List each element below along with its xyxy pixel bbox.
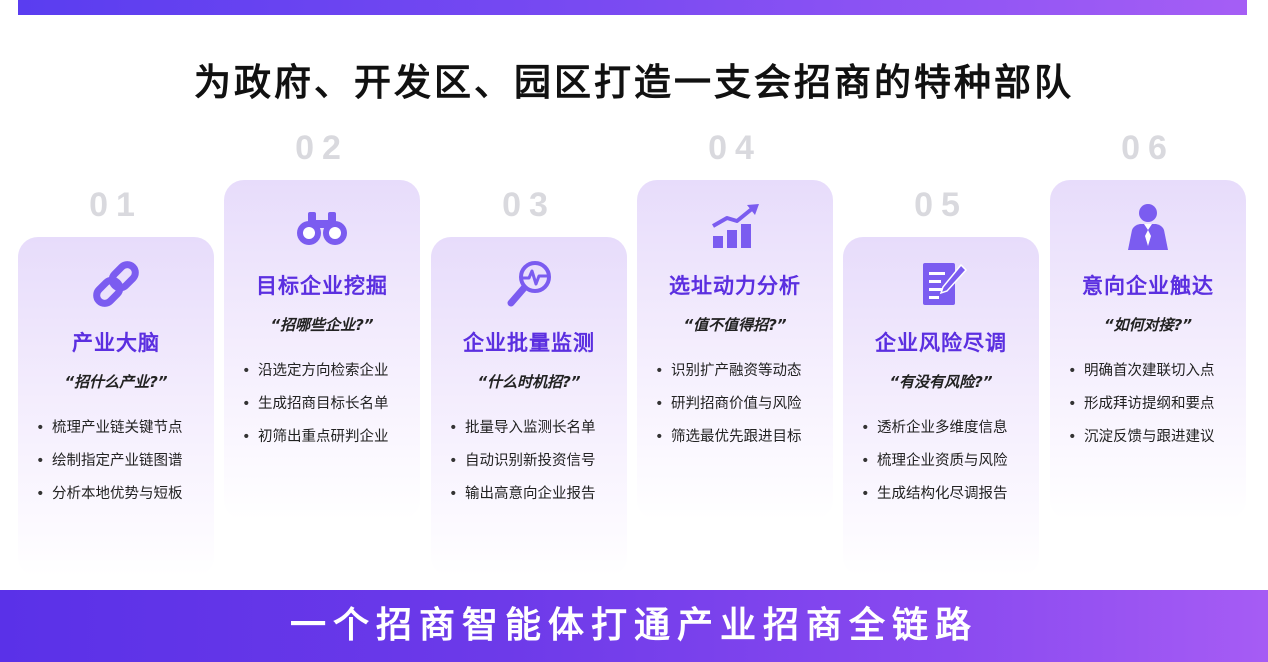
list-item: •梳理产业链关键节点 [36, 420, 183, 436]
list-item: •绘制指定产业链图谱 [36, 453, 183, 469]
card-title: 目标企业挖掘 [256, 274, 388, 298]
card-column-5: 05 企业风险尽调 “有没有风险?” •透析企业多维度信息 •梳理企业资质与风险… [843, 181, 1039, 577]
magnifier-pulse-icon [507, 261, 551, 307]
card-question: “什么时机招?” [477, 373, 581, 391]
bottom-banner: 一个招商智能体打通产业招商全链路 [0, 590, 1268, 662]
card-bullet-list: •梳理产业链关键节点 •绘制指定产业链图谱 •分析本地优势与短板 [18, 418, 214, 517]
binoculars-icon [297, 212, 347, 245]
card-bullet-list: •明确首次建联切入点 •形成拜访提纲和要点 •沉淀反馈与跟进建议 [1050, 361, 1246, 460]
card-title: 企业批量监测 [463, 331, 595, 355]
card-number: 02 [295, 129, 349, 167]
list-item: •明确首次建联切入点 [1068, 363, 1215, 379]
card-bullet-list: •透析企业多维度信息 •梳理企业资质与风险 •生成结构化尽调报告 [843, 418, 1039, 517]
page-title: 为政府、开发区、园区打造一支会招商的特种部队 [194, 61, 1074, 104]
card-column-1: 01 产业大脑 “招什么产业?” •梳理产业链关键节点 •绘制指定产业链图谱 •… [18, 181, 214, 577]
card-number: 04 [708, 129, 762, 167]
document-pen-icon [923, 263, 968, 305]
list-item: •生成结构化尽调报告 [861, 486, 1008, 502]
feature-card-outreach: 意向企业触达 “如何对接?” •明确首次建联切入点 •形成拜访提纲和要点 •沉淀… [1050, 180, 1246, 520]
card-title: 产业大脑 [72, 331, 160, 355]
card-number: 05 [914, 186, 968, 224]
list-item: •分析本地优势与短板 [36, 486, 183, 502]
card-question: “如何对接?” [1103, 316, 1193, 334]
feature-card-target-mining: 目标企业挖掘 “招哪些企业?” •沿选定方向检索企业 •生成招商目标长名单 •初… [224, 180, 420, 520]
list-item: •识别扩产融资等动态 [655, 363, 802, 379]
card-bullet-list: •沿选定方向检索企业 •生成招商目标长名单 •初筛出重点研判企业 [224, 361, 420, 460]
list-item: •梳理企业资质与风险 [861, 453, 1008, 469]
card-question: “招哪些企业?” [270, 316, 374, 334]
card-question: “招什么产业?” [64, 373, 168, 391]
list-item: •透析企业多维度信息 [861, 420, 1008, 436]
card-title: 意向企业触达 [1082, 274, 1214, 298]
card-question: “有没有风险?” [889, 373, 993, 391]
card-column-6: 06 意向企业触达 “如何对接?” •明确首次建联切入点 •形成拜访提纲和要点 … [1050, 124, 1246, 520]
list-item: •生成招商目标长名单 [242, 396, 389, 412]
card-title: 企业风险尽调 [875, 331, 1007, 355]
card-number: 06 [1121, 129, 1175, 167]
list-item: •形成拜访提纲和要点 [1068, 396, 1215, 412]
feature-card-site-analysis: 选址动力分析 “值不值得招?” •识别扩产融资等动态 •研判招商价值与风险 •筛… [637, 180, 833, 520]
list-item: •筛选最优先跟进目标 [655, 429, 802, 445]
card-column-2: 02 目标企业挖掘 “招哪些企业?” •沿选定方向检索企业 •生成招商目标长名单… [224, 124, 420, 520]
card-column-3: 03 企业批量监测 “什么时机招?” •批量导入监测长名单 •自动识别新投资信号… [431, 181, 627, 577]
card-title: 选址动力分析 [669, 274, 801, 298]
card-bullet-list: •识别扩产融资等动态 •研判招商价值与风险 •筛选最优先跟进目标 [637, 361, 833, 460]
top-accent-bar [18, 0, 1247, 15]
business-person-icon [1128, 204, 1168, 250]
feature-card-batch-monitor: 企业批量监测 “什么时机招?” •批量导入监测长名单 •自动识别新投资信号 •输… [431, 237, 627, 577]
card-column-4: 04 选址动力分析 “值不值得招?” •识别扩产融资等动态 •研判招商价值与风险… [637, 124, 833, 520]
list-item: •研判招商价值与风险 [655, 396, 802, 412]
list-item: •批量导入监测长名单 [449, 420, 596, 436]
feature-card-risk-diligence: 企业风险尽调 “有没有风险?” •透析企业多维度信息 •梳理企业资质与风险 •生… [843, 237, 1039, 577]
list-item: •输出高意向企业报告 [449, 486, 596, 502]
card-number: 01 [89, 186, 143, 224]
growth-chart-icon [712, 204, 759, 248]
list-item: •自动识别新投资信号 [449, 453, 596, 469]
list-item: •沿选定方向检索企业 [242, 363, 389, 379]
card-question: “值不值得招?” [683, 316, 787, 334]
card-bullet-list: •批量导入监测长名单 •自动识别新投资信号 •输出高意向企业报告 [431, 418, 627, 517]
feature-card-industry-brain: 产业大脑 “招什么产业?” •梳理产业链关键节点 •绘制指定产业链图谱 •分析本… [18, 237, 214, 577]
list-item: •沉淀反馈与跟进建议 [1068, 429, 1215, 445]
list-item: •初筛出重点研判企业 [242, 429, 389, 445]
card-number: 03 [502, 186, 556, 224]
chain-link-icon [93, 261, 139, 307]
